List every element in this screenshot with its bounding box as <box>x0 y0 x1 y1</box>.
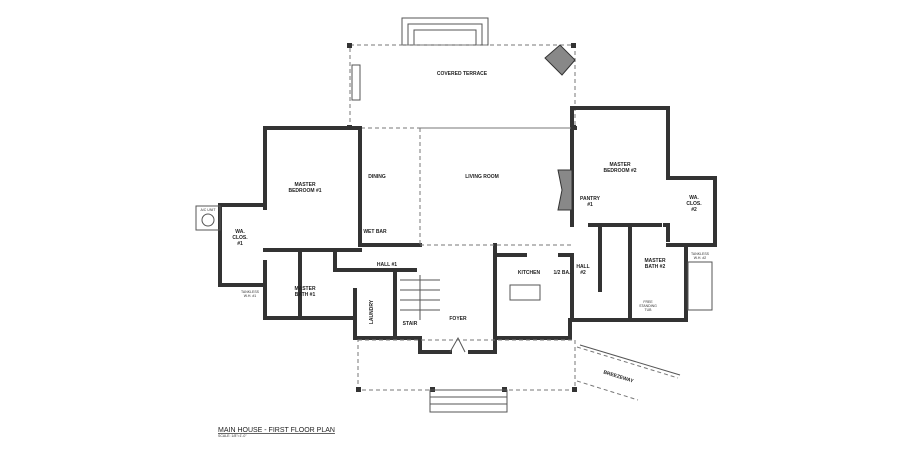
label-hall-2: HALL <box>576 264 589 270</box>
label-tankless-1: TANKLESS <box>241 290 260 294</box>
svg-text:BATH #1: BATH #1 <box>295 292 316 298</box>
label-tankless-2: TANKLESS <box>691 252 710 256</box>
plan-scale: SCALE: 1/8"=1'-0" <box>218 434 247 438</box>
svg-text:STANDING: STANDING <box>639 304 657 308</box>
label-wet-bar: WET BAR <box>363 229 387 235</box>
svg-text:#2: #2 <box>580 270 586 276</box>
label-master-bedroom-1: MASTER <box>294 182 316 188</box>
svg-text:BEDROOM #2: BEDROOM #2 <box>603 168 636 174</box>
label-covered-terrace: COVERED TERRACE <box>437 71 488 77</box>
breezeway <box>576 344 681 401</box>
stair <box>400 275 440 320</box>
label-wa-clos-1: WA. <box>235 229 245 235</box>
label-breezeway: BREEZEWAY <box>602 370 634 385</box>
label-master-bath-2: MASTER <box>644 258 666 264</box>
porch <box>356 339 577 413</box>
svg-text:TUB: TUB <box>645 308 653 312</box>
label-wa-clos-2: WA. <box>689 195 699 201</box>
covered-terrace <box>347 43 576 130</box>
label-living-room: LIVING ROOM <box>465 174 499 180</box>
label-pantry: PANTRY <box>580 196 601 202</box>
label-kitchen: KITCHEN <box>518 270 541 276</box>
label-laundry: LAUNDRY <box>369 299 375 324</box>
label-foyer: FOYER <box>449 316 467 322</box>
terrace-steps <box>401 17 489 46</box>
svg-text:BEDROOM #1: BEDROOM #1 <box>288 188 321 194</box>
label-stair: STAIR <box>403 321 418 327</box>
label-tub: FREE <box>643 300 653 304</box>
walls <box>218 106 717 354</box>
ac-unit <box>195 205 221 231</box>
svg-text:CLOS.: CLOS. <box>686 201 702 207</box>
svg-text:#2: #2 <box>691 207 697 213</box>
label-ac-unit: A/C UNIT <box>201 208 217 212</box>
fireplace <box>557 169 573 211</box>
front-door[interactable] <box>449 336 466 353</box>
kitchen-island <box>509 284 541 301</box>
svg-text:BATH #2: BATH #2 <box>645 264 666 270</box>
svg-text:CLOS.: CLOS. <box>232 235 248 241</box>
svg-text:W.H. #1: W.H. #1 <box>244 294 257 298</box>
label-half-bath: 1/2 BA. <box>554 270 572 276</box>
label-hall-1: HALL #1 <box>377 262 397 268</box>
label-master-bath-1: MASTER <box>294 286 316 292</box>
svg-text:W.H. #2: W.H. #2 <box>694 256 707 260</box>
plan-title: MAIN HOUSE - FIRST FLOOR PLAN <box>218 427 335 434</box>
svg-text:#1: #1 <box>237 241 243 247</box>
label-master-bedroom-2: MASTER <box>609 162 631 168</box>
svg-text:#1: #1 <box>587 202 593 208</box>
label-dining: DINING <box>368 174 386 180</box>
